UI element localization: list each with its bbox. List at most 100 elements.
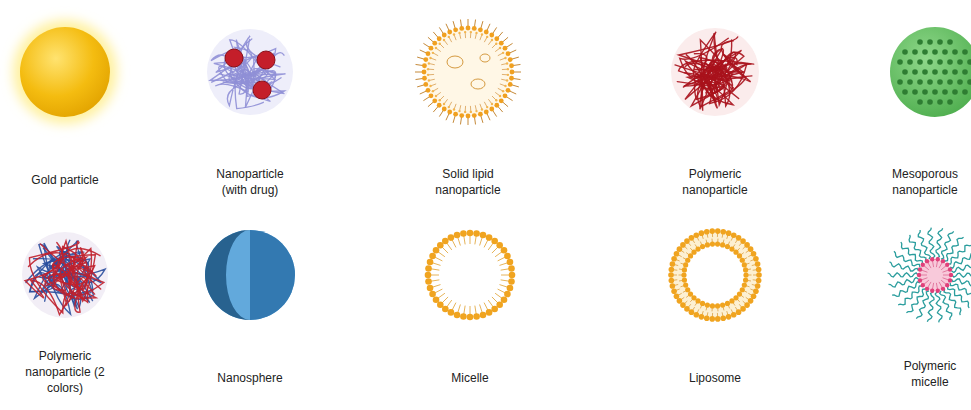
lipid-head <box>422 63 427 68</box>
polymer-chain <box>952 263 971 273</box>
lipid-head <box>429 46 434 51</box>
pore <box>967 59 971 65</box>
lipid-head <box>432 90 434 92</box>
lipid-head <box>508 265 515 272</box>
lipid-head <box>502 90 504 92</box>
lipid-head <box>491 39 493 41</box>
pore <box>937 59 943 65</box>
lipid-head <box>941 259 945 263</box>
lipid-vesicle <box>480 54 490 62</box>
pore <box>932 49 938 55</box>
lipid-head <box>432 98 437 103</box>
lipid-head <box>948 278 952 282</box>
pore <box>922 69 928 75</box>
particle-label: Micelle <box>420 370 520 386</box>
lipid-head <box>948 267 952 271</box>
lipid-head <box>507 68 509 70</box>
pore <box>952 69 958 75</box>
lipid-head <box>443 39 445 41</box>
mesoporous-sphere <box>890 27 971 117</box>
lipid-head <box>437 36 442 41</box>
pore <box>947 39 953 45</box>
lipid-head <box>447 110 452 115</box>
lipid-head <box>428 62 430 64</box>
pore <box>912 69 918 75</box>
lipid-head <box>439 99 441 101</box>
lipid-head <box>715 228 721 234</box>
particle-label: Nanoparticle (with drug) <box>204 166 296 198</box>
lipid-head <box>503 93 508 98</box>
lipid-head <box>491 103 493 105</box>
polymer-chain <box>948 245 971 264</box>
lipid-head <box>422 70 427 75</box>
mesoporous-figure <box>890 27 971 117</box>
lipid-head <box>432 41 437 46</box>
lipid-head <box>422 76 427 81</box>
lipid-head <box>427 68 429 70</box>
nanosphere-crescent <box>205 230 250 320</box>
lipid-head <box>478 112 483 117</box>
lipid-head <box>671 288 677 294</box>
lipid-head <box>674 251 680 257</box>
lipid-head <box>715 242 720 247</box>
lipid-head <box>504 85 506 87</box>
pore <box>957 59 963 65</box>
lipid-head <box>710 242 715 247</box>
lipid-head <box>443 103 445 105</box>
lipid-head <box>453 33 455 35</box>
lipid-head <box>502 52 504 54</box>
lipid-head <box>501 296 508 303</box>
lipid-head <box>945 263 949 267</box>
pore <box>952 49 958 55</box>
lipid-head <box>685 258 690 263</box>
lipid-head <box>704 315 710 321</box>
lipid-head <box>429 253 436 260</box>
lipid-head <box>466 26 471 31</box>
lipid-head <box>740 287 745 292</box>
lipid-head <box>442 33 447 38</box>
lipid-head <box>682 278 687 283</box>
particle-body <box>671 28 759 116</box>
lipid-head <box>448 234 455 241</box>
particle-label: Solid lipid nanoparticle <box>427 166 509 198</box>
lipid-head <box>499 47 501 49</box>
particle-label: Gold particle <box>10 172 120 188</box>
pore <box>927 79 933 85</box>
lipid-head <box>508 82 513 87</box>
lipid-head <box>429 57 431 59</box>
nanosphere-body <box>205 230 295 320</box>
lipid-head <box>751 251 757 257</box>
lipid-head <box>941 287 945 291</box>
nanosphere-figure <box>205 230 295 320</box>
polymeric-micelle-figure <box>888 228 971 323</box>
lipid-head <box>689 309 695 315</box>
drug-dot <box>253 81 271 99</box>
lipid-head <box>499 95 501 97</box>
particle-label: Polymeric nanoparticle (2 colors) <box>24 348 106 397</box>
lipid-head <box>936 289 940 293</box>
particle-body <box>22 232 108 318</box>
pore <box>962 89 968 95</box>
lipid-head <box>423 82 428 87</box>
lipid-head <box>508 278 515 285</box>
lipid-head <box>494 36 499 41</box>
lipid-head <box>428 79 430 81</box>
lipid-head <box>426 51 431 56</box>
lipid-head <box>720 242 725 247</box>
lipid-head <box>756 278 762 284</box>
pore <box>937 39 943 45</box>
lipid-head <box>729 298 734 303</box>
lipid-head <box>507 259 514 266</box>
lipid-head <box>480 232 487 239</box>
lipid-head <box>470 111 472 113</box>
lipid-head <box>458 32 460 34</box>
gold-particle-figure <box>13 20 117 124</box>
lipid-head <box>715 316 721 322</box>
lipid-head <box>473 230 480 237</box>
lipid-head <box>755 283 761 289</box>
lipid-head <box>504 253 511 260</box>
lipid-head <box>486 36 488 38</box>
lipid-head <box>736 309 742 315</box>
lipid-head <box>448 36 450 38</box>
